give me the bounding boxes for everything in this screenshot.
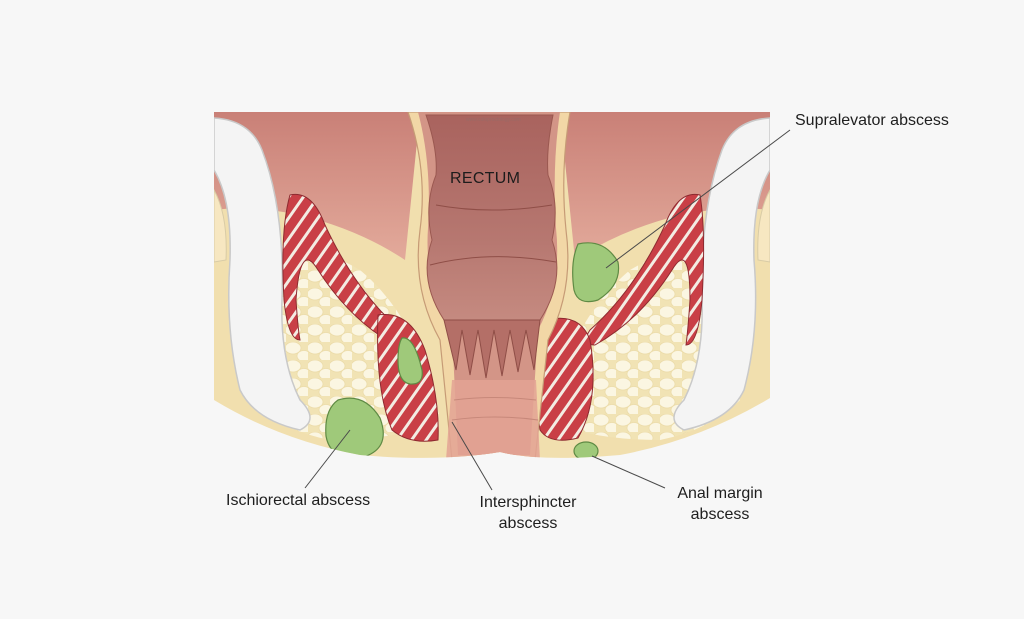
pelvic-bone-left <box>214 117 311 431</box>
rectal-fold-1 <box>435 204 553 211</box>
anal-margin-abscess <box>573 441 599 458</box>
anal-columns <box>443 319 541 379</box>
anal-canal <box>446 380 540 458</box>
anatomy-panel <box>214 112 770 458</box>
anal-canal-line-1 <box>453 397 537 401</box>
supralevator-abscess-label: Supralevator abscess <box>795 112 949 129</box>
pelvic-bone-left-edge <box>214 188 227 263</box>
pelvic-tissue-right <box>560 112 770 260</box>
anal-margin-leader-line <box>591 455 666 489</box>
intersphincter-label-line-2: abscess <box>498 515 558 532</box>
watermark-text: www.coloproctology.com <box>466 117 521 123</box>
intersphincter-abscess-label: Intersphincter abscess <box>458 492 598 534</box>
intersphincter-label-line-1: Intersphincter <box>479 494 577 511</box>
intersphincter-leader-line <box>451 421 493 491</box>
levator-muscle-left <box>282 193 405 346</box>
rectum-lumen <box>425 114 558 321</box>
rectal-fold-2 <box>429 256 557 266</box>
pelvic-tissue-left <box>214 112 420 260</box>
pelvic-bone-right <box>673 117 770 431</box>
anal-canal-line-2 <box>451 416 539 421</box>
rectum-label: RECTUM <box>450 170 521 187</box>
anal-margin-label-line-1: Anal margin <box>677 485 763 502</box>
pelvic-bone-right-edge <box>757 188 770 263</box>
supralevator-leader-line <box>605 129 791 269</box>
supralevator-abscess <box>572 242 620 303</box>
anal-margin-abscess-label: Anal margin abscess <box>655 483 785 525</box>
intersphincter-abscess <box>397 337 423 385</box>
levator-muscle-right <box>585 193 705 346</box>
anal-margin-label-line-2: abscess <box>690 506 750 523</box>
ischiorectal-leader-line <box>304 429 351 489</box>
ischiorectal-abscess-label: Ischiorectal abscess <box>226 492 371 509</box>
